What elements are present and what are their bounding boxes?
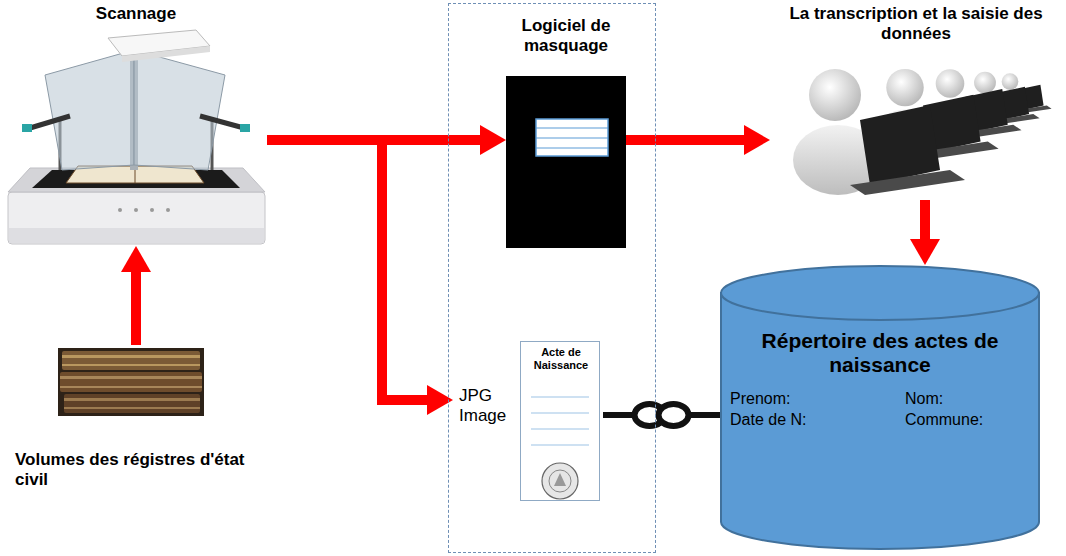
chain-link	[603, 404, 720, 426]
database-cylinder	[721, 293, 1039, 549]
book-scanner	[134, 208, 138, 212]
flow-arrow	[136, 272, 137, 345]
scanner-node: Scannage	[5, 4, 267, 246]
field-label: Commune:	[905, 411, 1035, 429]
book-scanner	[118, 208, 122, 212]
document-body	[521, 391, 599, 507]
book-scanner	[134, 50, 225, 170]
text-line	[531, 412, 589, 413]
register-volumes	[60, 376, 202, 379]
source-label: Volumes des régistres d'état civil	[15, 450, 265, 489]
register-volumes	[60, 386, 202, 388]
masked-line	[536, 148, 608, 149]
operators-illustration	[793, 69, 1052, 195]
text-line	[531, 428, 589, 429]
software-screen	[506, 76, 626, 248]
flow-arrow	[267, 140, 427, 400]
text-line	[531, 444, 589, 445]
book-scanner	[8, 30, 265, 244]
register-volumes	[64, 398, 200, 401]
field-label: Prenom:	[730, 390, 880, 408]
field-label: Nom:	[905, 390, 1035, 408]
register-volumes	[62, 355, 200, 358]
field-label: Date de N:	[730, 411, 880, 429]
transcription-node: La transcription et la saisie des donnée…	[770, 4, 1062, 200]
database-top	[721, 266, 1039, 320]
format-label: JPG Image	[459, 386, 517, 425]
masked-line	[536, 138, 608, 139]
masked-line	[536, 128, 608, 129]
book-scanner	[45, 50, 134, 170]
seal-stamp	[554, 473, 566, 486]
book-scanner	[30, 116, 70, 128]
chain-link	[659, 404, 689, 426]
book-scanner	[200, 116, 244, 128]
register-node: Volumes des régistres d'état civil	[12, 345, 268, 493]
book-scanner	[22, 124, 32, 132]
flow-arrow	[267, 140, 427, 400]
step-heading: Scannage	[5, 4, 267, 24]
operators-illustration	[793, 69, 965, 195]
step-heading: La transcription et la saisie des donnée…	[770, 4, 1062, 43]
register-volumes	[58, 348, 204, 416]
birth-register-db: Répertoire des actes de naissancePrenom:…	[720, 265, 1040, 550]
book-scanner	[122, 46, 210, 62]
flow-arrow	[626, 140, 744, 141]
software-group: Logiciel de masquageActe de NaissanceJPG…	[448, 3, 656, 553]
birth-certificate: Acte de Naissance	[520, 341, 600, 501]
book-scanner	[166, 208, 170, 212]
flow-arrow	[131, 272, 141, 345]
seal-stamp	[549, 470, 571, 492]
flow-arrow	[920, 200, 930, 239]
book-scanner	[8, 192, 265, 244]
text-line	[531, 396, 589, 397]
register-volumes	[62, 351, 200, 370]
register-volumes	[60, 372, 202, 392]
jpg-document: Acte de NaissanceJPG Image	[453, 338, 603, 504]
software-label: Logiciel de masquage	[506, 16, 626, 55]
database-title: Répertoire des actes de naissance	[740, 329, 1020, 377]
book-scanner	[150, 208, 154, 212]
flow-arrow	[626, 135, 744, 145]
document-title: Acte de Naissance	[524, 346, 598, 371]
register-volumes	[64, 407, 200, 409]
flow-arrow	[925, 200, 926, 239]
masking-software: Logiciel de masquage	[506, 16, 626, 248]
database-cylinder	[720, 265, 1040, 550]
register-volumes	[62, 364, 200, 366]
register-volumes	[58, 348, 204, 416]
book-scanner	[9, 228, 264, 243]
seal-stamp	[542, 463, 578, 499]
masked-field	[536, 119, 608, 156]
register-volumes	[64, 394, 200, 413]
masked-field	[506, 76, 626, 176]
book-scanner	[240, 124, 250, 132]
